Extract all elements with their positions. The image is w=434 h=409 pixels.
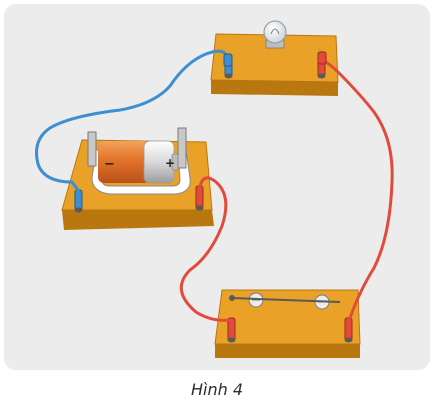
battery-terminal-right [195, 185, 204, 209]
battery-terminal-left [74, 189, 83, 211]
red-plug-bulb [317, 51, 327, 65]
screw-head [224, 73, 233, 79]
bulb-board-side [211, 80, 338, 96]
bulb-filament [270, 28, 280, 35]
figure-caption: Hình 4 [190, 380, 244, 399]
battery-minus-symbol: − [104, 157, 115, 172]
bulb-board-top [210, 33, 339, 83]
red-wire-bulb-to-switch [320, 58, 394, 320]
blue-plug-bulb [223, 53, 233, 67]
switch-lever-knob [229, 295, 235, 301]
bulb-socket [210, 20, 339, 96]
switch-board-side [215, 344, 360, 358]
screw-head [317, 73, 326, 79]
red-wire-battery-to-switch [179, 176, 232, 322]
bulb-glass [263, 20, 287, 44]
battery-board-side [62, 210, 214, 230]
screw-head [74, 207, 83, 213]
battery-terminal [171, 153, 179, 171]
switch-lever [231, 297, 341, 303]
screw-head [195, 205, 204, 211]
blue-wire [35, 49, 230, 192]
screw-head [344, 337, 353, 343]
screw-head [227, 337, 236, 343]
switch [214, 289, 361, 358]
battery-body [98, 141, 150, 183]
battery-clip-left [87, 131, 97, 167]
battery-clip-right [177, 127, 187, 169]
switch-terminal-right [344, 317, 353, 341]
battery-plus-symbol: + [165, 156, 175, 170]
battery-holder: − + [61, 127, 214, 230]
